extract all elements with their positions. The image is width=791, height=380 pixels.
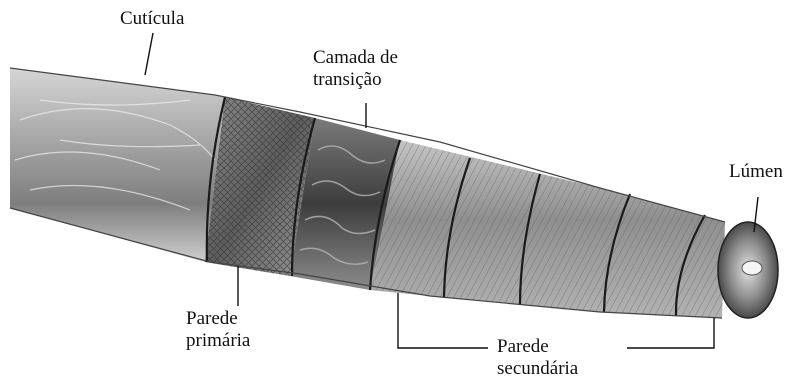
cuticula-leader [145,33,153,75]
label-primaria-line2: primária [186,330,250,352]
fiber-body [10,68,778,318]
secundaria-leader-left [398,293,488,348]
label-camada-de-transicao: Camada de transição [313,47,398,91]
label-lumen: Lúmen [729,161,783,183]
label-camada-line2: transição [313,69,398,91]
label-cuticula: Cutícula [120,8,184,30]
label-camada-line1: Camada de [313,47,398,69]
cuticle-section [10,68,225,262]
label-secundaria-line1: Parede [497,336,578,358]
label-secundaria-line2: secundária [497,358,578,380]
secundaria-leader-right [627,318,714,348]
lumen-opening [742,261,762,275]
label-parede-secundaria: Parede secundária [497,336,578,380]
label-primaria-line1: Parede [186,308,250,330]
label-parede-primaria: Parede primária [186,308,250,352]
